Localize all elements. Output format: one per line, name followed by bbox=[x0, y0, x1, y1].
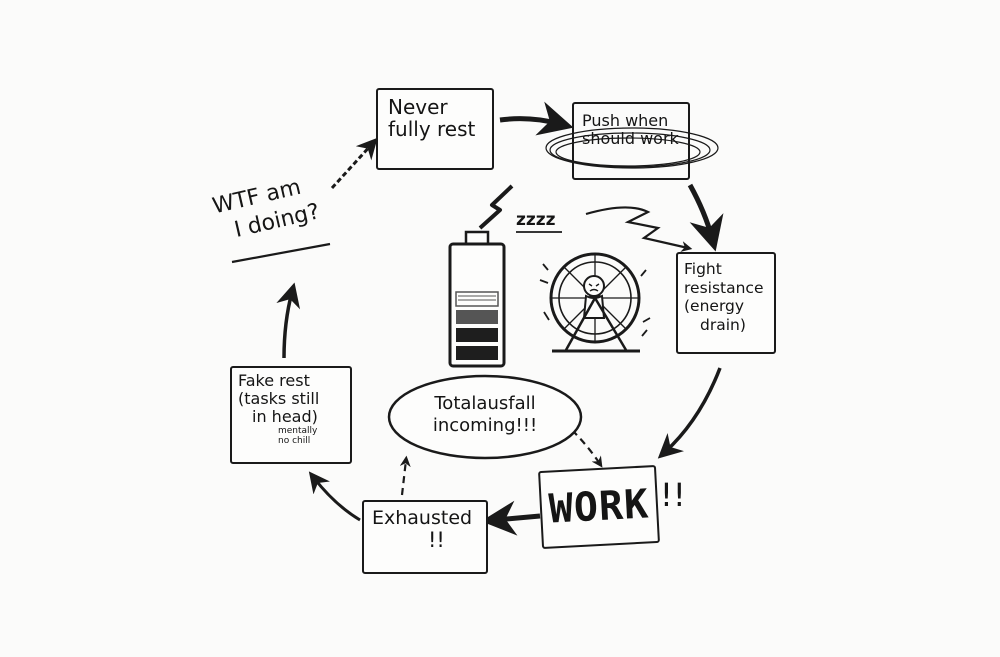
node-fake-note2: no chill bbox=[278, 435, 311, 446]
arrow-exhausted-to-totalausfall bbox=[399, 455, 411, 496]
node-fake-line2: (tasks still bbox=[238, 388, 320, 408]
totalausfall-line2: incoming!!! bbox=[432, 414, 538, 436]
arrow-push-to-fight bbox=[687, 183, 724, 252]
hamster-wheel-icon bbox=[539, 252, 651, 353]
node-fake-line1: Fake rest bbox=[238, 371, 310, 390]
lightning-bolt-icon bbox=[478, 184, 514, 230]
arrow-never-to-push bbox=[499, 101, 574, 136]
node-work: WORK bbox=[538, 464, 660, 550]
node-exhausted: Exhausted !! bbox=[362, 500, 488, 574]
node-fight-line3: (energy bbox=[684, 297, 745, 316]
low-battery-icon bbox=[448, 230, 506, 368]
node-exhausted-label: Exhausted bbox=[372, 507, 473, 529]
node-never-line1: Never bbox=[388, 95, 448, 119]
node-work-label: WORK bbox=[547, 481, 651, 533]
node-never-fully-rest: Never fully rest bbox=[376, 88, 494, 170]
node-fake-rest: Fake rest (tasks still in head) mentally… bbox=[230, 366, 352, 464]
node-push-line1: Push when bbox=[582, 111, 669, 130]
energy-zigzag-arrow bbox=[585, 206, 693, 252]
node-fight-resistance: Fight resistance (energy drain) bbox=[676, 252, 776, 354]
totalausfall-label: Totalausfall incoming!!! bbox=[408, 393, 562, 436]
node-exhausted-emphasis: !! bbox=[428, 528, 445, 553]
arrow-totalausfall-to-work bbox=[571, 429, 603, 468]
stress-scribble bbox=[545, 127, 719, 169]
node-fake-line3: in head) bbox=[252, 406, 318, 426]
arrow-wtf-to-never bbox=[330, 137, 378, 190]
node-push-when-should-work: Push when should work bbox=[572, 102, 690, 180]
arrow-fakerest-to-wtf bbox=[276, 282, 301, 359]
arrow-exhausted-to-fakerest bbox=[308, 471, 361, 522]
totalausfall-bubble bbox=[387, 374, 583, 460]
node-fight-line4: drain) bbox=[700, 315, 746, 334]
arrow-work-to-exhausted bbox=[481, 500, 541, 536]
arrow-fight-to-work bbox=[657, 367, 722, 459]
totalausfall-line1: Totalausfall bbox=[434, 393, 536, 414]
sleep-zzzz-label: zzzz bbox=[516, 210, 556, 230]
node-fake-note1: mentally bbox=[278, 425, 318, 436]
node-fight-line1: Fight bbox=[684, 260, 722, 278]
node-never-line2: fully rest bbox=[388, 117, 476, 142]
wtf-underline bbox=[231, 242, 331, 264]
node-push-line2: should work bbox=[582, 128, 679, 148]
node-fight-line2: resistance bbox=[684, 278, 764, 297]
work-emphasis: !! bbox=[660, 476, 686, 514]
